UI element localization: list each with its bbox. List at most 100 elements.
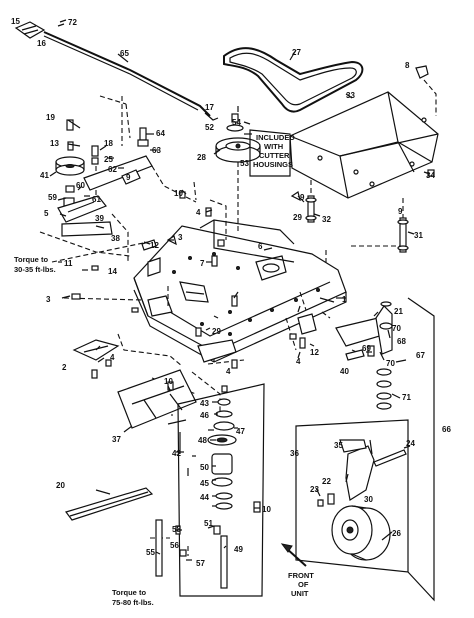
part-label-29b: 29 — [212, 327, 221, 336]
part-label-63: 63 — [152, 146, 161, 155]
part-label-27: 27 — [292, 48, 301, 57]
cutting-blade — [65, 487, 154, 521]
part-label-19: 19 — [46, 113, 55, 122]
part-label-32: 32 — [322, 215, 331, 224]
front-of-unit-arrow-icon — [280, 543, 307, 567]
part-label-49: 49 — [234, 545, 243, 554]
part-label-72: 72 — [68, 18, 77, 27]
carriage-bolts-right — [305, 180, 409, 268]
front-of-unit-line2: OF — [298, 580, 309, 589]
part-label-4d: 4 — [110, 353, 115, 362]
spindle-assembly — [155, 383, 265, 597]
part-label-68: 68 — [397, 337, 406, 346]
part-label-31: 31 — [414, 231, 423, 240]
part-label-3b: 3 — [46, 295, 51, 304]
cutter-housing-cover — [289, 91, 439, 199]
part-label-3a: 3 — [178, 233, 183, 242]
part-label-52: 52 — [205, 123, 214, 132]
part-label-65: 65 — [120, 49, 129, 58]
knob-8 — [415, 65, 437, 116]
part-label-45: 45 — [200, 479, 209, 488]
part-label-10b: 10 — [164, 377, 173, 386]
leader-lines — [49, 49, 431, 561]
part-label-13: 13 — [50, 139, 59, 148]
part-label-69: 69 — [362, 344, 371, 353]
part-label-61: 61 — [92, 195, 101, 204]
part-label-33: 33 — [346, 91, 355, 100]
part-label-71: 71 — [402, 393, 411, 402]
part-label-35: 35 — [334, 441, 343, 450]
part-label-58: 58 — [172, 525, 181, 534]
part-label-6: 6 — [258, 242, 263, 251]
part-label-50: 50 — [200, 463, 209, 472]
part-label-7: 7 — [200, 259, 205, 268]
part-label-11: 11 — [64, 259, 73, 268]
part-label-38: 38 — [111, 234, 120, 243]
part-number-labels: 15 72 16 65 27 8 33 17 54 52 28 53 INCLU… — [11, 17, 451, 607]
part-label-59: 59 — [48, 193, 57, 202]
front-of-unit-line1: FRONT — [288, 571, 314, 580]
part-label-43: 43 — [200, 399, 209, 408]
torque-note-1-line1: Torque to — [14, 255, 48, 264]
part-label-4a: 4 — [196, 208, 201, 217]
part-label-16: 16 — [37, 39, 46, 48]
part-label-39: 39 — [95, 214, 104, 223]
left-pulley-assembly — [39, 119, 131, 262]
torque-note-1-line2: 30-35 ft-lbs. — [14, 265, 56, 274]
part-label-34: 34 — [426, 171, 435, 180]
part-label-60: 60 — [76, 181, 85, 190]
part-label-10a: 10 — [174, 189, 183, 198]
caster-wheel-assembly — [295, 297, 435, 602]
part-label-37: 37 — [112, 435, 121, 444]
part-label-1: 1 — [342, 295, 347, 304]
part-label-67: 67 — [416, 351, 425, 360]
cutter-deck-housing — [133, 219, 347, 363]
part-label-21: 21 — [394, 307, 403, 316]
included-note-line4: HOUSINGS — [253, 160, 293, 169]
part-label-23: 23 — [310, 485, 319, 494]
part-label-10c: 10 — [262, 505, 271, 514]
torque-note-2-line2: 75-80 ft-lbs. — [112, 598, 154, 607]
part-label-48: 48 — [198, 436, 207, 445]
spindle-pulley-top — [215, 113, 291, 216]
part-label-17: 17 — [205, 103, 214, 112]
included-note-line2: WITH — [264, 142, 283, 151]
part-label-18: 18 — [104, 139, 113, 148]
part-label-55: 55 — [146, 548, 155, 557]
part-label-51: 51 — [204, 519, 213, 528]
part-label-54: 54 — [232, 118, 241, 127]
part-label-25: 25 — [104, 155, 113, 164]
baffle-37 — [117, 369, 197, 429]
part-label-70b: 70 — [386, 359, 395, 368]
part-label-9a: 9 — [126, 173, 131, 182]
lift-handle-assembly — [14, 19, 219, 121]
part-label-9b: 9 — [300, 193, 305, 202]
part-label-36: 36 — [290, 449, 299, 458]
torque-note-2-line1: Torque to — [112, 588, 146, 597]
part-label-44: 44 — [200, 493, 209, 502]
part-label-53: 53 — [240, 159, 249, 168]
front-of-unit-line3: UNIT — [291, 589, 309, 598]
part-label-22: 22 — [322, 477, 331, 486]
part-label-2: 2 — [62, 363, 67, 372]
part-label-8: 8 — [405, 61, 410, 70]
part-label-24: 24 — [406, 439, 415, 448]
part-label-14: 14 — [108, 267, 117, 276]
part-label-64: 64 — [156, 129, 165, 138]
part-label-4c: 4 — [226, 367, 231, 376]
part-label-20: 20 — [56, 481, 65, 490]
hardware-fasteners — [71, 169, 435, 393]
part-label-15: 15 — [11, 17, 20, 26]
part-label-26: 26 — [392, 529, 401, 538]
part-label-70a: 70 — [392, 324, 401, 333]
part-label-66: 66 — [442, 425, 451, 434]
part-label-12b: 12 — [310, 348, 319, 357]
part-label-46a: 46 — [200, 411, 209, 420]
included-note-line1: INCLUDED — [256, 133, 295, 142]
part-label-42: 42 — [172, 449, 181, 458]
part-label-56: 56 — [170, 541, 179, 550]
part-label-62: 62 — [108, 165, 117, 174]
part-label-57: 57 — [196, 559, 205, 568]
part-label-30: 30 — [364, 495, 373, 504]
